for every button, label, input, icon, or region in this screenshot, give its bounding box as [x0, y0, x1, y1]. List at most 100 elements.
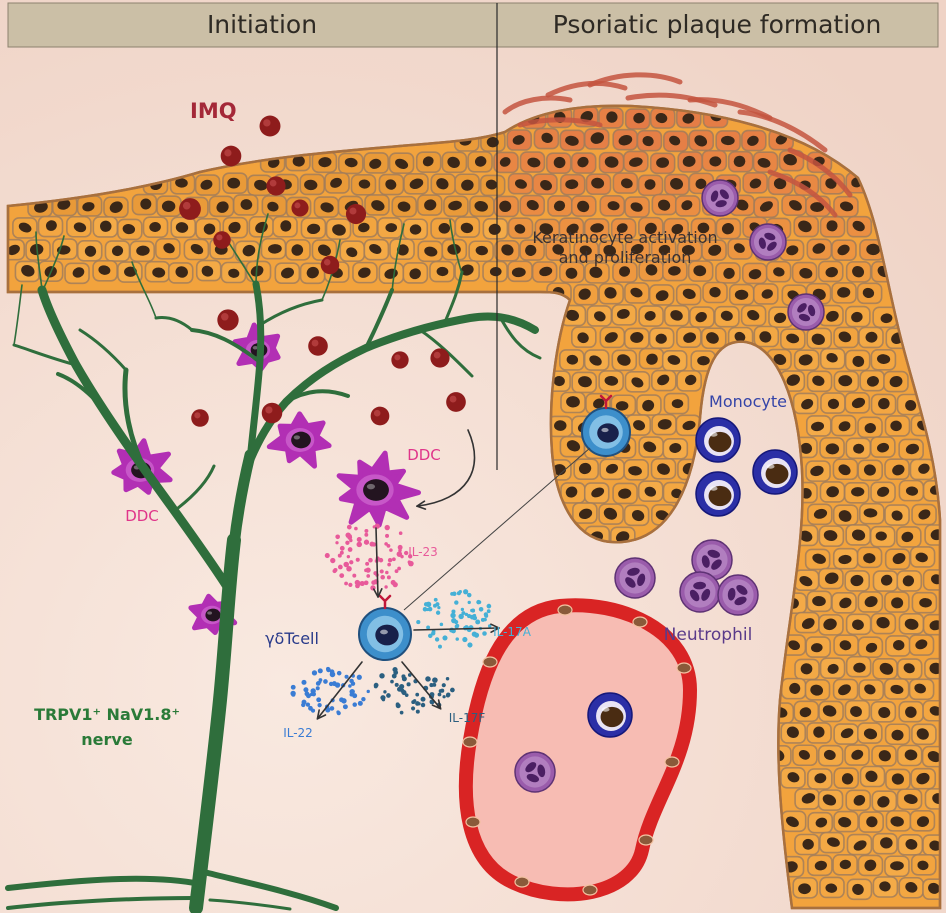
keratinocyte — [507, 260, 533, 283]
monocyte-highlight — [709, 432, 718, 437]
keratinocyte — [441, 238, 468, 261]
imq-particle-highlight — [294, 202, 301, 209]
keratinocyte-nucleus — [723, 267, 735, 279]
keratinocyte-nucleus — [346, 247, 358, 258]
keratinocyte-nucleus — [203, 223, 216, 235]
keratinocyte-nucleus — [589, 355, 602, 366]
keratinocyte — [612, 261, 638, 284]
keratinocyte-nucleus — [812, 375, 825, 386]
t-cell-nucleus — [597, 423, 619, 443]
keratinocyte-nucleus — [320, 202, 334, 213]
keratinocyte-nucleus — [747, 310, 760, 321]
cytokine-dot — [365, 561, 370, 566]
keratinocyte-nucleus — [594, 311, 606, 322]
keratinocyte-nucleus — [577, 332, 589, 344]
keratinocyte — [624, 370, 651, 393]
cytokine-dot — [336, 711, 341, 716]
ddc-label-left: DDC — [125, 507, 159, 525]
keratinocyte-nucleus — [759, 201, 773, 212]
keratinocyte-nucleus — [553, 200, 566, 212]
keratinocyte — [519, 239, 545, 261]
keratinocyte-nucleus — [799, 530, 813, 542]
neutrophil-cytoplasm — [684, 576, 716, 608]
cytokine-dot — [438, 689, 443, 693]
imq-particle-highlight — [323, 258, 331, 266]
cytokine-dot — [372, 525, 376, 529]
keratinocyte-nucleus — [630, 202, 643, 212]
nerve-branch — [12, 343, 78, 367]
cytokine-dot — [401, 690, 407, 696]
cytokine-dot — [466, 592, 472, 598]
keratinocyte-nucleus — [474, 201, 488, 212]
il23-label: IL-23 — [408, 545, 438, 559]
keratinocyte-nucleus — [642, 136, 654, 147]
keratinocyte-nucleus — [618, 135, 633, 146]
keratinocyte — [391, 195, 418, 218]
keratinocyte — [908, 678, 935, 701]
cytokine-dot — [379, 569, 384, 574]
nerve-branch — [56, 372, 102, 407]
cytokine-dot — [416, 620, 421, 625]
keratinocyte-nucleus — [880, 574, 893, 586]
keratinocyte-nucleus — [916, 816, 930, 827]
tcell-label: γδTcell — [265, 629, 319, 648]
cytokine-dot — [386, 693, 391, 698]
keratinocyte-nucleus — [655, 333, 667, 344]
keratinocyte — [690, 217, 717, 240]
keratinocyte-nucleus — [566, 396, 580, 408]
nerve-ending — [41, 235, 65, 293]
keratinocyte-nucleus — [317, 244, 331, 256]
nerve-branch — [37, 285, 231, 590]
gamma-delta-t-cell — [581, 394, 631, 457]
keratinocyte — [857, 854, 884, 877]
keratinocyte-nucleus — [839, 597, 852, 609]
keratinocyte — [598, 370, 624, 392]
keratinocyte — [819, 216, 846, 238]
keratinocyte-nucleus — [914, 683, 926, 694]
keratinocyte-nucleus — [671, 399, 684, 409]
keratinocyte-nucleus — [823, 618, 837, 631]
keratinocyte — [648, 327, 675, 349]
keratinocyte — [856, 546, 883, 569]
keratinocyte-nucleus — [109, 201, 123, 213]
keratinocyte — [545, 239, 571, 261]
neutrophil-cytoplasm — [619, 562, 651, 594]
scale-flake — [787, 147, 853, 198]
keratinocyte — [573, 458, 599, 481]
keratinocyte-nucleus — [565, 267, 578, 279]
cytokine-dot — [426, 677, 431, 682]
imq-particle — [266, 176, 286, 196]
cytokine-dot — [368, 557, 373, 563]
keratinocyte — [818, 525, 845, 547]
cytokine-dot — [392, 581, 398, 588]
keratinocyte — [662, 130, 689, 153]
keratinocyte — [818, 614, 844, 636]
keratinocyte-nucleus — [200, 179, 213, 190]
keratinocyte — [844, 699, 871, 722]
keratinocyte-nucleus — [658, 199, 671, 211]
keratinocyte — [846, 215, 873, 238]
endothelial-nucleus — [465, 816, 481, 828]
cytokine-dot — [378, 557, 384, 563]
keratinocyte-nucleus — [358, 222, 370, 233]
nerve-branch — [443, 270, 464, 324]
keratinocyte — [793, 700, 820, 723]
endothelial-nucleus — [482, 656, 498, 668]
cytokine-dot — [309, 692, 314, 697]
keratinocyte-nucleus — [630, 287, 643, 298]
cytokine-dot — [301, 699, 307, 705]
cytokine-dot — [346, 566, 352, 572]
keratinocyte — [441, 151, 468, 174]
keratinocyte — [638, 347, 665, 370]
keratinocyte-nucleus — [802, 838, 814, 850]
neutrophil-nucleus-lobe — [526, 773, 540, 783]
keratinocyte — [805, 636, 831, 658]
nerve-ending — [391, 223, 405, 293]
keratinocyte-nucleus — [163, 243, 175, 254]
cytokine-dot — [486, 609, 491, 614]
keratinocyte — [677, 151, 703, 173]
keratinocyte — [586, 305, 613, 327]
neutrophil-nucleus-lobe — [537, 764, 546, 778]
cytokine-dot — [325, 707, 331, 713]
keratinocyte — [820, 392, 846, 414]
